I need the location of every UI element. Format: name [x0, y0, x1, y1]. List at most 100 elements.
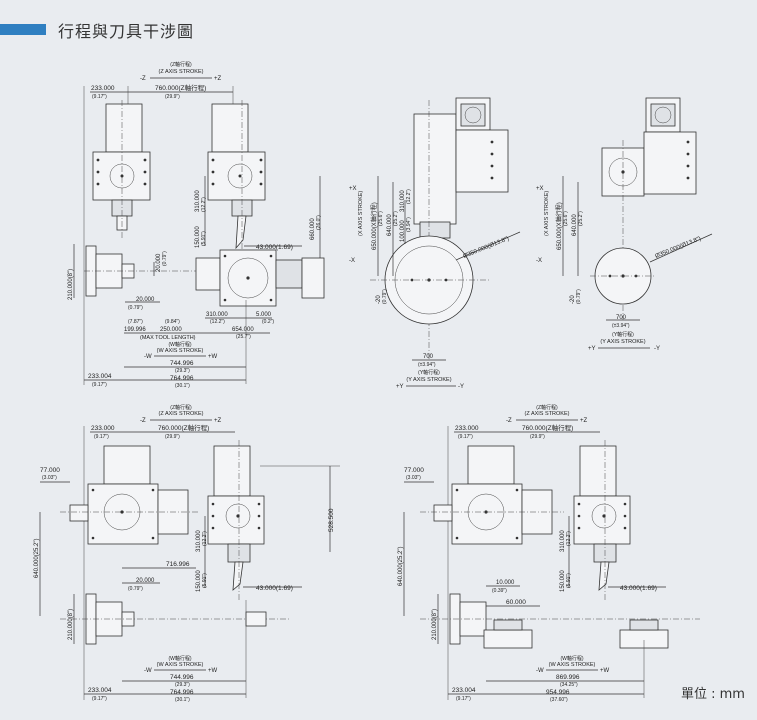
- dim-20-bl: 20.000: [136, 578, 155, 584]
- max-tool-length: (MAX TOOL LENGTH): [140, 335, 196, 341]
- w-stroke-label-bl: (W AXIS STROKE): [157, 662, 204, 668]
- dim-869: 869.996: [556, 674, 580, 681]
- panel-top-right: (X AXIS STROKE) +X -X 650.000(X軸行程) (25.…: [536, 97, 713, 352]
- dim-301-bl: (30.1"): [175, 697, 190, 703]
- z-stroke-note-br: (Z軸行程): [536, 404, 558, 411]
- dim-917-br: (9.17"): [458, 434, 473, 440]
- dim-257: (25.7"): [236, 334, 251, 340]
- z-stroke-label-br: (Z AXIS STROKE): [525, 411, 570, 417]
- dim-210-br: 210.000(8"): [432, 609, 438, 640]
- dim-528: 528.500: [328, 508, 335, 532]
- w-plus-br: +W: [600, 668, 610, 674]
- dim-77n-br: (3.03"): [406, 475, 421, 481]
- w-minus-bl: -W: [144, 668, 152, 674]
- dim-233-br: 233.000: [455, 425, 479, 432]
- y-minus-r: -Y: [654, 346, 660, 352]
- dim-760-bl: 760.000(Z軸行程): [158, 423, 209, 432]
- y-plus-r: +Y: [588, 346, 596, 352]
- dim-20-h: 20.000: [136, 297, 155, 303]
- dim-233004-bl: 233.004: [88, 687, 112, 694]
- dim-02: (0.2"): [262, 319, 274, 325]
- dim-256: (25.6"): [378, 211, 384, 226]
- z-stroke-note-bl: (Z軸行程): [170, 404, 192, 411]
- dim-122-h: (12.2"): [210, 319, 225, 325]
- panel-top-middle: (X AXIS STROKE) +X -X 650.000(X軸行程) (25.…: [349, 97, 521, 390]
- dim-43: 43.000(1.69): [256, 244, 293, 251]
- dim-760-br: 760.000(Z軸行程): [522, 423, 573, 432]
- dim-122-bl: (12.2"): [202, 531, 208, 546]
- dim-5: 5.000: [256, 312, 272, 318]
- z-minus-bl: -Z: [140, 418, 146, 424]
- x-minus-r: -X: [536, 258, 542, 264]
- x-plus-r: +X: [536, 186, 544, 192]
- y-minus: -Y: [458, 384, 464, 390]
- dim-079-v: (0.79"): [162, 251, 168, 266]
- dim-26: (26.0"): [316, 215, 322, 230]
- dim-079-r: (0.79"): [576, 289, 582, 304]
- dim-293: (29.3"): [175, 368, 190, 374]
- dim-299-br: (29.9"): [530, 434, 545, 440]
- dim-310-bl: 310.000: [196, 530, 202, 552]
- dim-m20: -20: [376, 295, 382, 304]
- dim-700y: 700: [423, 354, 434, 360]
- dim-233004: 233.004: [88, 373, 112, 380]
- dim-250: 250.000: [160, 327, 182, 333]
- dim-917-bl2: (9.17"): [92, 696, 107, 702]
- w-plus-bl: +W: [208, 668, 218, 674]
- dim-394: (3.94"): [406, 217, 412, 232]
- dim-079-mid: (0.79"): [382, 289, 388, 304]
- dim-3425: (34.25"): [560, 682, 578, 688]
- dim-350: Ø350.000(Ø13.8"): [463, 236, 511, 260]
- dim-917-b: (9.17"): [92, 382, 107, 388]
- dim-917: (9.17"): [92, 94, 107, 100]
- dim-700y-r: 700: [616, 315, 627, 321]
- w-stroke-note-br: (W軸行程): [560, 655, 583, 662]
- dim-310-h: 310.000: [206, 312, 228, 318]
- dim-233-bl: 233.000: [91, 425, 115, 432]
- w-minus: -W: [144, 354, 152, 360]
- x-plus: +X: [349, 186, 357, 192]
- z-minus: -Z: [140, 76, 146, 82]
- dim-310-br: 310.000: [560, 530, 566, 552]
- dim-299-bl: (29.9"): [165, 434, 180, 440]
- dim-301: (30.1"): [175, 383, 190, 389]
- panel-top-left: (Z軸行程) (Z AXIS STROKE) -Z +Z 233.000 (9.…: [68, 61, 325, 389]
- dim-210-bl: 210.000(8"): [68, 609, 74, 640]
- dim-394b-r: (±3.94"): [612, 323, 630, 329]
- dim-43-br: 43.000(1.69): [620, 585, 657, 592]
- dim-640: 640.000: [387, 214, 393, 236]
- dim-764-bl: 764.996: [170, 689, 194, 696]
- dim-650x-r: 650.000(X軸行程): [555, 202, 563, 250]
- header-accent-bar: [0, 24, 46, 35]
- panel-bottom-right: (Z軸行程) (Z AXIS STROKE) -Z +Z 233.000 (9.…: [398, 404, 700, 703]
- z-plus: +Z: [214, 76, 222, 82]
- dim-650x: 650.000(X軸行程): [370, 202, 378, 250]
- dim-716: 716.996: [166, 561, 190, 568]
- dim-233004-br: 233.004: [452, 687, 476, 694]
- z-stroke-note: (Z軸行程): [170, 61, 192, 68]
- dim-394b: (±3.94"): [418, 362, 436, 368]
- dim-654: 654.000: [232, 327, 254, 333]
- dim-310: 310.000: [195, 190, 201, 212]
- dim-640-r: 640.000: [572, 214, 578, 236]
- dim-350-r: Ø350.000(Ø13.8"): [655, 236, 703, 260]
- dim-744: 744.996: [170, 360, 194, 367]
- dim-744-bl: 744.996: [170, 674, 194, 681]
- w-stroke-note: (W軸行程): [168, 341, 191, 348]
- w-stroke-label-br: (W AXIS STROKE): [549, 662, 596, 668]
- dim-764: 764.996: [170, 375, 194, 382]
- z-plus-br: +Z: [580, 418, 588, 424]
- w-stroke-label: (W AXIS STROKE): [157, 348, 204, 354]
- dim-310-mid: 310.000: [400, 190, 406, 212]
- dim-760: 760.000(Z軸行程): [155, 83, 206, 92]
- dim-122-br: (12.2"): [566, 531, 572, 546]
- dim-m20-r: -20: [570, 295, 576, 304]
- y-plus: +Y: [396, 384, 404, 390]
- dim-100: 100.000: [400, 220, 406, 242]
- dim-20-v: 20.000: [156, 253, 162, 272]
- dim-039: (0.39"): [492, 588, 507, 594]
- dim-10: 10.000: [496, 580, 515, 586]
- dim-122-mid: (12.2"): [406, 189, 412, 204]
